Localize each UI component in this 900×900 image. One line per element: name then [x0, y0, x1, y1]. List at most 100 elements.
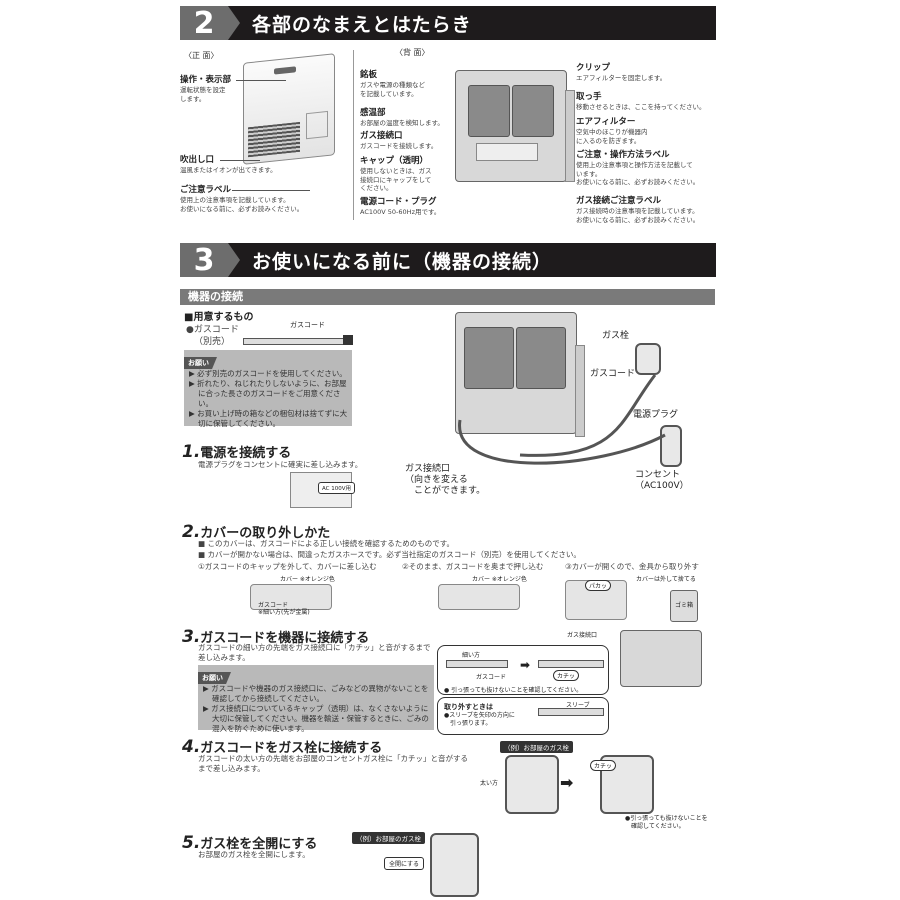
cord-connected [538, 660, 604, 668]
request-item: ▶ 折れたり、ねじれたりしないように、お部屋に合った長さのガスコードをご用意くだ… [189, 379, 347, 408]
remove-heading: 取り外すときは [444, 703, 493, 711]
click-bubble: カチッ [553, 670, 580, 681]
power-plug-label: 電源プラグ [633, 410, 679, 420]
outlet-label: コンセント （AC100V） [635, 470, 689, 491]
cover-label: カバー ※オレンジ色 [280, 576, 335, 583]
subsection-bar: 機器の接続 [180, 289, 715, 305]
manual-page: 2 各部のなまえとはたらき 〈正 面〉 操作・表示部 運転状態を設定 します。 … [180, 0, 720, 900]
label-air-filter: エアフィルター 空気中のほこりが機器内 に入るのを防ぎます。 [576, 117, 648, 145]
trash-bin: ゴミ箱 [670, 590, 698, 622]
label-rating-plate: 銘板 ガスや電源の種類など を記載しています。 [360, 70, 425, 98]
label-caution: ご注意ラベル 使用上の注意事項を記載しています。 お使いになる前に、必ずお読みく… [180, 185, 304, 213]
rating-plate [476, 143, 538, 161]
request-tag: お願い [198, 672, 231, 684]
heater-front-illustration [243, 53, 335, 165]
section-number: 3 [180, 243, 240, 278]
gas-cord-thin-label: ガスコード ※細い方(先が金属) [258, 602, 310, 616]
prepare-item: ●ガスコード [186, 325, 239, 335]
step-2-bullet: ■ カバーが開かない場合は、間違ったガスホースです。必ず当社指定のガスコード（別… [198, 550, 581, 559]
gas-inlet-label: ガス接続口 [567, 632, 598, 639]
heater-side [575, 345, 585, 437]
cord-thin [446, 660, 508, 668]
label-handle: 取っ手 移動させるときは、ここを持ってください。 [576, 92, 706, 111]
prepare-heading: ■用意するもの [184, 312, 254, 323]
cover-label: カバー ※オレンジ色 [472, 576, 527, 583]
gas-valve-before [505, 755, 559, 814]
sleeve-illustration [538, 708, 604, 716]
request-item: ▶ お買い上げ時の箱などの梱包材は捨てずに大切に保管してください。 [189, 409, 348, 428]
control-panel-display [274, 66, 296, 75]
label-gas-connection-caution: ガス接続ご注意ラベル ガス接続時の注意事項を記載しています。 お使いになる前に、… [576, 196, 700, 224]
thick-end-label: 太い方 [480, 780, 499, 787]
sleeve-label: スリーブ [566, 702, 590, 709]
gas-valve-label: ガス栓 [602, 331, 630, 341]
request-item: ▶ ガス接続口についているキャップ（透明）は、なくさないように大切に保管してくだ… [203, 704, 429, 733]
step-3-desc: ガスコードの細い方の先端をガス接続口に「カチッ」と音がするまで差し込みます。 [198, 643, 431, 662]
step-5-desc: お部屋のガス栓を全開にします。 [198, 850, 310, 859]
label-gas-inlet: ガス接続口 ガスコードを接続します。 [360, 131, 438, 150]
example-tag: （例）お部屋のガス栓 [352, 832, 425, 844]
step-4-desc: ガスコードの太い方の先端をお部屋のコンセントガス栓に「カチッ」と音がするまで差し… [198, 754, 468, 773]
gas-inlet-label: ガス接続口 （向きを変える ことができます。 [405, 464, 486, 496]
click-bubble: カチッ [590, 760, 617, 771]
gas-cord-diagram-label: ガスコード [290, 321, 325, 329]
discard-label: カバーは外して捨てる [636, 576, 696, 583]
front-view-heading: 〈正 面〉 [184, 51, 219, 60]
heater-side [565, 90, 575, 182]
air-filter-right [516, 327, 566, 389]
leader-line [220, 160, 260, 161]
request-tag: お願い [184, 357, 217, 369]
cover-illustration-2 [438, 584, 520, 610]
step-2-heading: 2.カバーの取り外しかた [182, 522, 331, 542]
ac100v-label: AC 100V用 [318, 482, 356, 494]
cover-illustration-1 [250, 584, 332, 610]
remove-desc: ●スリーブを矢印の方向に 引っ張ります。 [444, 712, 515, 727]
request-box-1: お願い ▶ 必ず別売のガスコードを使用してください。 ▶ 折れたり、ねじれたりし… [184, 350, 352, 428]
connection-detail-box: 細い方 ガスコード ➡ カチッ ● 引っ張っても抜けないことを確認してください。 [437, 645, 609, 695]
section-title: お使いになる前に（機器の接続） [252, 250, 553, 273]
gas-cord-label: ガスコード [476, 674, 507, 681]
step-3-heading: 3.ガスコードを機器に接続する [182, 627, 370, 647]
step-2-substep-3: ③カバーが開くので、金具から取り外す [565, 562, 699, 571]
removal-box: 取り外すときは ●スリーブを矢印の方向に 引っ張ります。 スリーブ [437, 697, 609, 735]
step-5-heading: 5.ガス栓を全開にする [182, 833, 318, 853]
air-filter-left [468, 85, 510, 137]
back-view-heading: 〈背 面〉 [395, 48, 430, 57]
request-item: ▶ ガスコードや機器のガス接続口に、ごみなどの異物がないことを確認してから接続し… [203, 684, 429, 703]
caution-label-area [306, 110, 328, 140]
pakat-bubble: パカッ [585, 580, 612, 591]
section-3-header: 3 お使いになる前に（機器の接続） [180, 243, 716, 278]
section-number: 2 [180, 6, 240, 41]
leader-line [236, 80, 286, 81]
label-air-outlet: 吹出し口 温風またはイオンが出てきます。 [180, 155, 277, 174]
thin-end-label: 細い方 [462, 652, 481, 659]
step-4-heading: 4.ガスコードをガス栓に接続する [182, 737, 383, 757]
gas-valve-open [430, 833, 479, 897]
label-temp-sensor: 感温部 お部屋の温度を検知します。 [360, 108, 444, 127]
gas-valve-illustration [635, 343, 661, 375]
arrow-right-icon: ➡ [560, 773, 574, 792]
divider [353, 50, 354, 220]
label-clip: クリップ エアフィルターを固定します。 [576, 63, 667, 82]
section-title: 各部のなまえとはたらき [252, 13, 472, 36]
label-caution-operation: ご注意・操作方法ラベル 使用上の注意事項と操作方法を記載して います。 お使いに… [576, 150, 700, 186]
request-box-2: お願い ▶ ガスコードや機器のガス接続口に、ごみなどの異物がないことを確認してか… [198, 665, 434, 733]
arrow-right-icon: ➡ [520, 658, 531, 672]
step-2-substep-2: ②そのまま、ガスコードを奥まで押し込む [402, 562, 544, 571]
label-cap: キャップ（透明） 使用しないときは、ガス 接続口にキャップをして ください。 [360, 156, 432, 192]
heater-connection-illustration [455, 312, 577, 434]
heater-inlet-illustration [620, 630, 702, 687]
step-1-desc: 電源プラグをコンセントに確実に差し込みます。 [198, 460, 363, 469]
power-outlet-illustration [660, 425, 682, 467]
check-note: ●引っ張っても抜けないことを 確認してください。 [625, 815, 708, 830]
label-power-cord: 電源コード・プラグ AC100V 50-60Hz用です。 [360, 197, 441, 216]
air-outlet-grille [248, 121, 300, 158]
full-open-label: 全開にする [384, 857, 425, 870]
air-filter-right [512, 85, 554, 137]
air-filter-left [464, 327, 514, 389]
heater-back-illustration [455, 70, 567, 182]
gas-cord-end [343, 335, 353, 345]
step-2-bullet: ■ このカバーは、ガスコードによる正しい接続を確認するためのものです。 [198, 539, 454, 548]
gas-cord-label: ガスコード [590, 369, 636, 379]
request-item: ▶ 必ず別売のガスコードを使用してください。 [189, 369, 347, 378]
